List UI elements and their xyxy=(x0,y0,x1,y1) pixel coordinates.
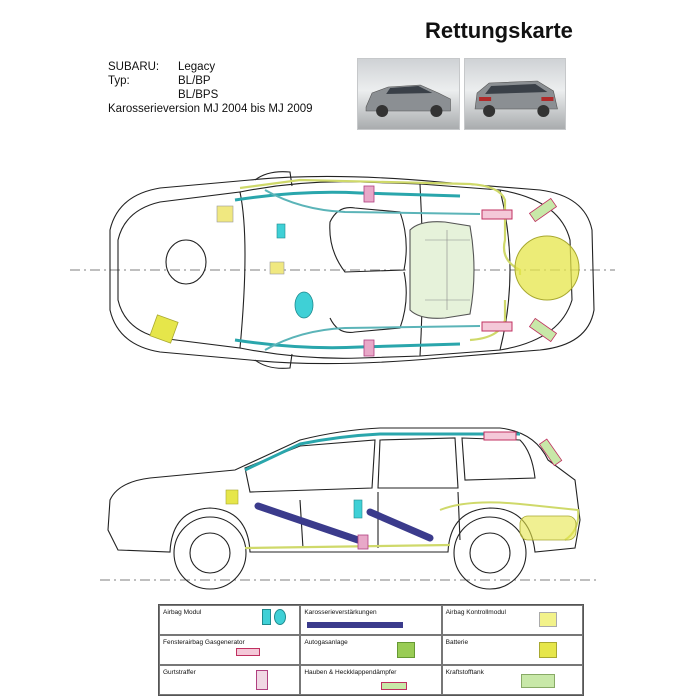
type-value-1: BL/BP xyxy=(178,75,211,87)
side-gas-strut xyxy=(538,438,563,467)
legend-cell: Hauben & Heckklappendämpfer xyxy=(300,665,442,695)
fuel-line-outline xyxy=(239,178,522,275)
side-view xyxy=(100,427,600,590)
vehicle-photos xyxy=(357,58,566,130)
side-sill-line xyxy=(244,543,451,550)
airbag-control-top xyxy=(216,205,234,223)
tensioner-top-b-pillar xyxy=(363,185,375,203)
side-battery xyxy=(225,489,239,505)
reinforcement-b-pillar xyxy=(366,508,434,542)
airbag-control-mid xyxy=(269,261,285,275)
roof-airbag-top-right xyxy=(234,338,461,350)
gas-strut-top xyxy=(528,197,558,223)
legend-cell: Autogasanlage xyxy=(300,635,442,665)
legend-cell: Gurtstraffer xyxy=(159,665,301,695)
legend-label: Kraftstofftank xyxy=(445,669,484,676)
reinforcement-bottom xyxy=(264,325,481,351)
legend-cell: Airbag Kontrollmodul xyxy=(441,605,583,635)
legend-cell: Karosserieverstärkungen xyxy=(300,605,442,635)
legend-cell: Fensterairbag Gasgenerator xyxy=(159,635,301,665)
legend-label: Karosserieverstärkungen xyxy=(304,609,377,616)
airbag-module-icon xyxy=(262,609,271,625)
tensioner-bottom-b-pillar xyxy=(363,339,375,357)
legend-label: Gurtstraffer xyxy=(163,669,196,676)
side-gas-generator xyxy=(483,431,517,441)
gas-strut-bottom xyxy=(528,317,558,343)
gas-generator-top xyxy=(481,209,513,220)
side-tensioner xyxy=(357,534,369,550)
legend-label: Fensterairbag Gasgenerator xyxy=(163,639,245,646)
roof-airbag-top-left xyxy=(234,190,461,202)
side-roof-airbag xyxy=(244,432,520,472)
legend-label: Hauben & Heckklappendämpfer xyxy=(304,669,397,676)
airbag-control-icon xyxy=(538,612,557,627)
reinforcement-a-pillar xyxy=(254,502,362,544)
lpg-icon xyxy=(397,642,416,658)
fuel-line-outline-2 xyxy=(469,300,507,342)
rescue-diagram xyxy=(70,171,615,590)
page-title: Rettungskarte xyxy=(425,18,573,43)
airbag-module-knee xyxy=(276,223,286,239)
fuel-tank-icon xyxy=(520,674,555,688)
airbag-module-steering xyxy=(294,291,314,319)
type-label: Typ: xyxy=(108,75,130,87)
make-value: Legacy xyxy=(178,61,216,73)
legend-cell: Airbag Modul xyxy=(159,605,301,635)
legend-label: Airbag Modul xyxy=(163,609,202,616)
gas-generator-icon xyxy=(236,648,260,656)
vehicle-info: SUBARU: Legacy Typ: BL/BP BL/BPS Karosseri… xyxy=(108,60,313,116)
front-view-photo xyxy=(357,58,460,130)
legend-label: Batterie xyxy=(445,639,469,646)
type-value-2: BL/BPS xyxy=(178,89,219,101)
battery-top xyxy=(514,235,580,301)
airbag-module-icon-round xyxy=(274,609,286,625)
legend-cell: Batterie xyxy=(441,635,583,665)
side-airbag-module xyxy=(353,499,363,519)
gas-strut-icon xyxy=(381,682,408,690)
legend-table: Airbag Modul Karosserieverstärkungen Air… xyxy=(158,604,584,696)
reinforcement-icon xyxy=(307,622,404,628)
reinforcement-top xyxy=(264,189,481,215)
make-label: SUBARU: xyxy=(108,61,160,73)
legend-cell: Kraftstofftank xyxy=(441,665,583,695)
battery-front xyxy=(149,314,179,344)
belt-tensioner-icon xyxy=(256,670,268,690)
legend-label: Autogasanlage xyxy=(304,639,348,646)
side-fuel-tank xyxy=(519,515,577,541)
body-version: Karosserieversion MJ 2004 bis MJ 2009 xyxy=(108,103,313,115)
legend-label: Airbag Kontrollmodul xyxy=(445,609,506,616)
rear-view-photo xyxy=(463,58,566,130)
gas-generator-bottom xyxy=(481,321,513,332)
battery-icon xyxy=(538,642,557,658)
